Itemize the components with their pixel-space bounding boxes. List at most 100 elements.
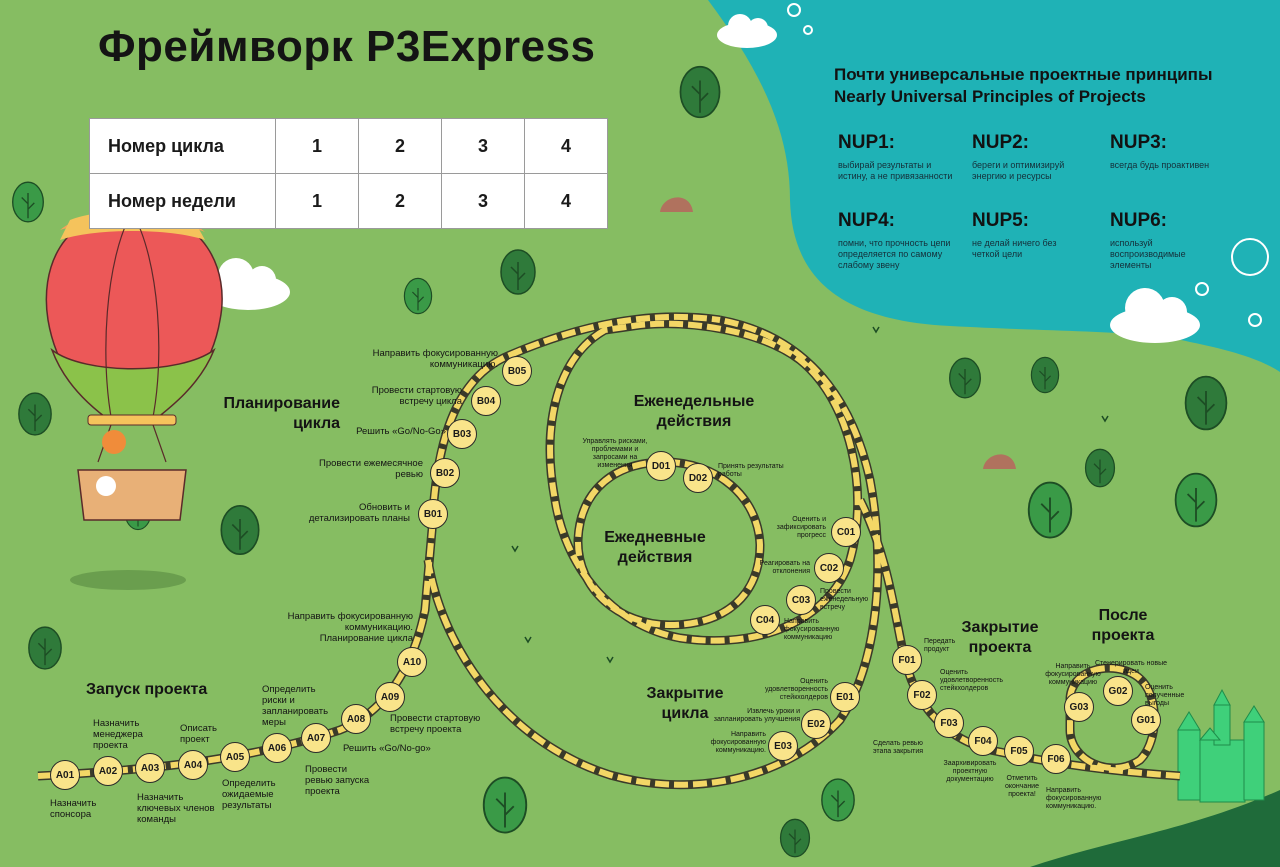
dark-corner — [1030, 790, 1280, 867]
node-f02: F02 — [907, 680, 937, 710]
label-a04: Описать проект — [180, 723, 217, 745]
label-a03: Назначить ключевых членов команды — [137, 792, 215, 825]
label-b05: Направить фокусированную коммуникацию. — [372, 348, 498, 370]
label-e03: Направить фокусированную коммуникацию. — [710, 731, 766, 754]
table-cell: 3 — [441, 118, 525, 174]
label-c04: Направить фокусированную коммуникацию — [784, 618, 840, 641]
rock-icon — [660, 197, 1016, 469]
stage-planning: Планирование цикла — [190, 394, 340, 434]
label-a07: Провести ревью запуска проекта — [305, 764, 370, 797]
nup-text: всегда будь проактивен — [1110, 160, 1210, 170]
nup-code: NUP3: — [1110, 132, 1168, 153]
node-f05: F05 — [1004, 736, 1034, 766]
node-a04: A04 — [178, 750, 208, 780]
label-d02: Принять результаты работы — [718, 463, 784, 478]
table-cell: 4 — [524, 118, 608, 174]
node-f06: F06 — [1041, 744, 1071, 774]
node-a05: A05 — [220, 742, 250, 772]
label-a05: Определить ожидаемые результаты — [222, 778, 276, 811]
nup-title-ru: Почти универсальные проектные принципы — [834, 65, 1213, 84]
stage-planning-line2: цикла — [293, 415, 340, 432]
node-a10: A10 — [397, 647, 427, 677]
node-g02: G02 — [1103, 676, 1133, 706]
nup-title-en: Nearly Universal Principles of Projects — [834, 87, 1146, 106]
node-a09: A09 — [375, 682, 405, 712]
nup-item-4: NUP4: помни, что прочность цепи определя… — [838, 210, 958, 271]
node-g03: G03 — [1064, 692, 1094, 722]
nup-text: помни, что прочность цепи определяется п… — [838, 238, 951, 270]
nup-text: береги и оптимизируй энергию и ресурсы — [972, 160, 1065, 181]
stage-daily-line1: Ежедневные — [604, 529, 706, 546]
nup-text: не делай ничего без четкой цели — [972, 238, 1057, 259]
stage-daily-line2: действия — [617, 549, 693, 566]
label-g03: Направить фокусированную коммуникацию — [1045, 663, 1101, 686]
label-c01: Оценить и зафиксировать прогресс — [776, 516, 826, 539]
label-a10-line1: Направить фокусированную коммуникацию. — [287, 611, 413, 633]
table-cell: 1 — [275, 118, 359, 174]
table-row: Номер недели 1 2 3 4 — [89, 173, 608, 229]
sea-area — [708, 0, 1280, 372]
node-d02: D02 — [683, 463, 713, 493]
node-a08: A08 — [341, 704, 371, 734]
label-f02: Оценить удовлетворенность стейкхолдеров — [940, 669, 1004, 692]
stage-project-close-line2: проекта — [968, 639, 1032, 656]
label-e02: Извлечь уроки и запланировать улучшения — [713, 708, 800, 723]
cloud-icon — [206, 14, 1200, 343]
node-a06: A06 — [262, 733, 292, 763]
stage-cycle-close-line1: Закрытие — [646, 685, 724, 702]
nup-item-1: NUP1: выбирай результаты и истину, а не … — [838, 132, 958, 182]
nup-code: NUP1: — [838, 132, 896, 153]
node-c02: C02 — [814, 553, 844, 583]
nup-item-5: NUP5: не делай ничего без четкой цели — [972, 210, 1082, 260]
castle-icon — [1177, 688, 1265, 803]
node-f01: F01 — [892, 645, 922, 675]
stage-launch: Запуск проекта — [86, 681, 208, 698]
label-c03: Провести еженедельную встречу — [820, 588, 869, 611]
cycle-week-table: Номер цикла 1 2 3 4 Номер недели 1 2 3 4 — [89, 118, 608, 229]
stage-cycle-close: Закрытие цикла — [630, 684, 740, 724]
node-d01: D01 — [646, 451, 676, 481]
stage-cycle-close-line2: цикла — [661, 705, 709, 722]
node-f03: F03 — [934, 708, 964, 738]
label-b03: Решить «Go/No-Go» — [356, 426, 446, 437]
node-b04: B04 — [471, 386, 501, 416]
node-a03: A03 — [135, 753, 165, 783]
stage-daily: Ежедневные действия — [585, 528, 725, 568]
nup-code: NUP2: — [972, 132, 1030, 153]
label-b02: Провести ежемесячное ревью — [319, 458, 423, 480]
nup-code: NUP5: — [972, 210, 1030, 231]
stage-after-project: После проекта — [1078, 606, 1168, 646]
stage-project-close: Закрытие проекта — [945, 618, 1055, 658]
grass-marks — [511, 326, 1109, 664]
node-c01: C01 — [831, 517, 861, 547]
label-b04: Провести стартовую встречу цикла — [371, 385, 462, 407]
balloon-icon — [45, 211, 223, 521]
label-f04: Заархивировать проектную документацию — [943, 760, 997, 783]
node-g01: G01 — [1131, 705, 1161, 735]
label-f01: Передать продукт — [924, 638, 956, 653]
node-a07: A07 — [301, 723, 331, 753]
table-cell: 1 — [275, 173, 359, 229]
stage-project-close-line1: Закрытие — [961, 619, 1039, 636]
node-a01: A01 — [50, 760, 80, 790]
stage-planning-line1: Планирование — [223, 395, 340, 412]
label-c02: Реагировать на отклонения — [759, 560, 810, 575]
nup-code: NUP4: — [838, 210, 896, 231]
label-b01: Обновить и детализировать планы — [308, 502, 410, 524]
table-cell: 2 — [358, 173, 442, 229]
nup-item-6: NUP6: используй воспроизводимые элементы — [1110, 210, 1200, 271]
stage-weekly-line1: Еженедельные — [633, 393, 755, 410]
nup-title: Почти универсальные проектные принципы N… — [834, 64, 1212, 108]
label-a06: Определить риски и запланировать меры — [262, 684, 329, 728]
table-cell: 4 — [524, 173, 608, 229]
label-a01: Назначить спонсора — [50, 798, 97, 820]
label-g01: Оценить полученные выгоды — [1145, 684, 1185, 707]
nup-item-3: NUP3: всегда будь проактивен — [1110, 132, 1230, 171]
label-a10: Направить фокусированную коммуникацию. П… — [268, 611, 413, 644]
label-g02: Стенерировать новые идеи — [1095, 660, 1168, 675]
label-a10-line2: Планирование цикла — [319, 633, 413, 644]
cycle-number-label: Номер цикла — [89, 118, 276, 174]
balloon-shadow — [70, 570, 186, 590]
nup-code: NUP6: — [1110, 210, 1168, 231]
